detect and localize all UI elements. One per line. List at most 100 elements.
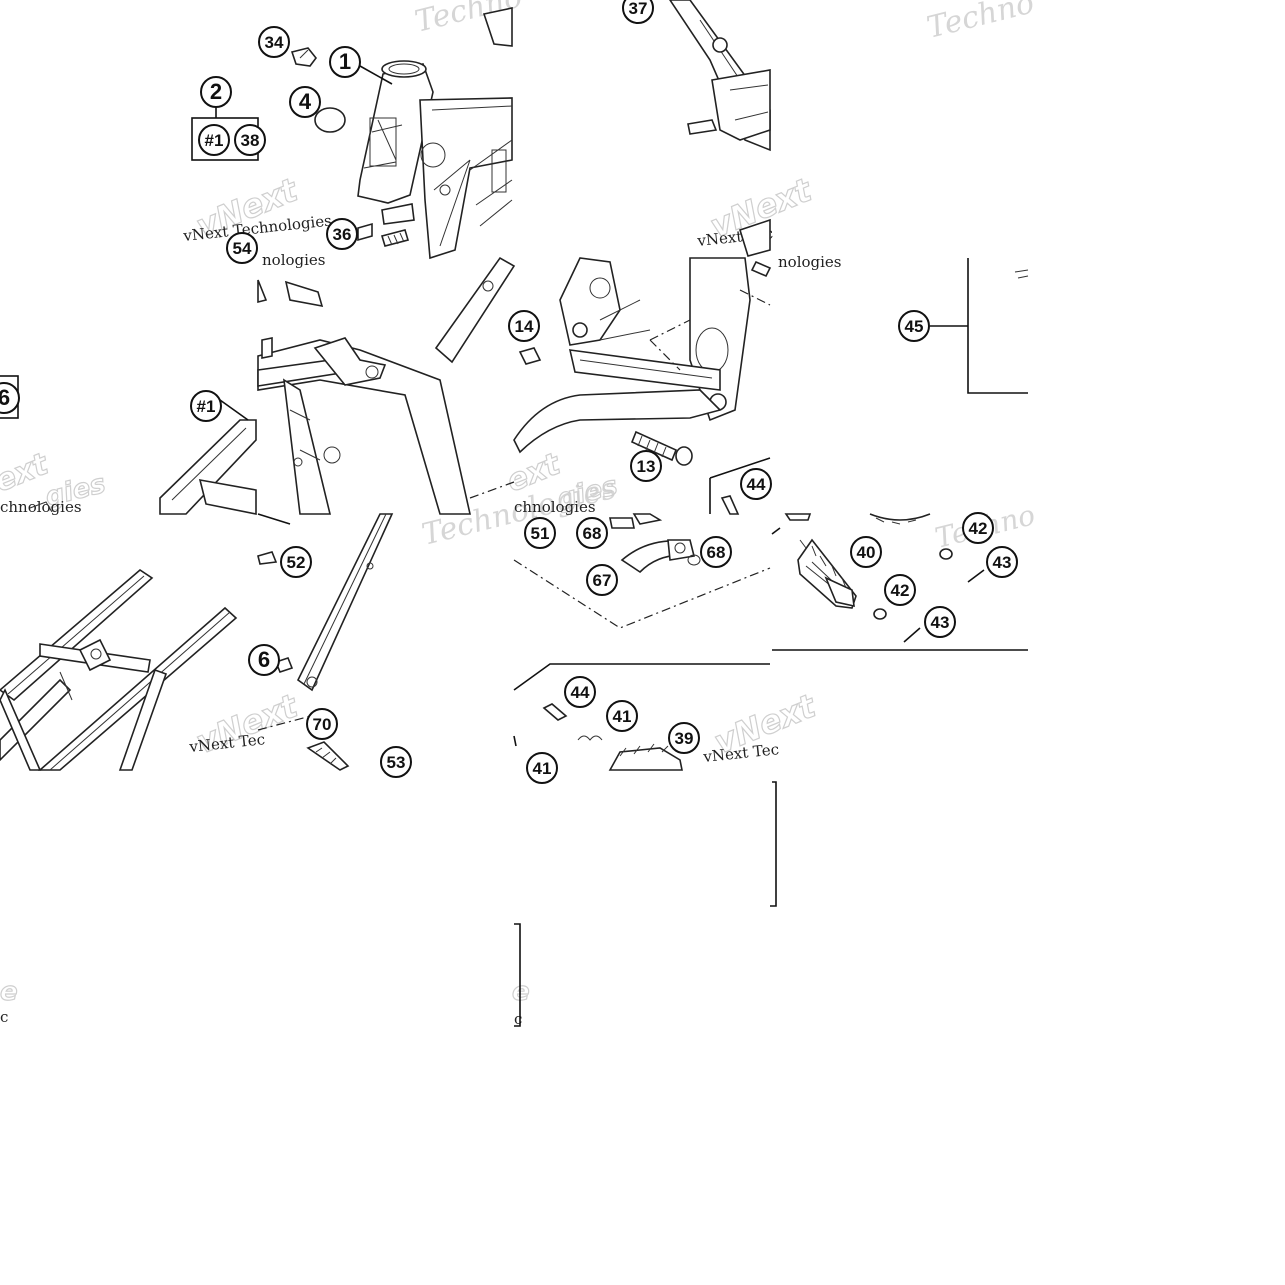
frame-subframe-rail <box>29 399 257 515</box>
callout-circle <box>898 310 930 342</box>
callout-13: 13 <box>630 450 662 482</box>
callout-label: 37 <box>629 0 648 18</box>
callout-39: 39 <box>668 722 700 754</box>
callout-label: 42 <box>891 581 910 600</box>
callout-6: 6 <box>0 382 20 414</box>
callout-44: 44 <box>564 676 596 708</box>
callout-label: 51 <box>531 524 550 543</box>
callout-circle <box>190 390 222 422</box>
callout-circle <box>258 26 290 58</box>
callout-circle <box>586 564 618 596</box>
callout-label: 68 <box>583 524 602 543</box>
callout-52: 52 <box>280 546 312 578</box>
watermark-text: e <box>0 977 18 1007</box>
callout-45: 45 <box>898 310 930 342</box>
part-4-ring <box>314 107 346 133</box>
callout-6: 6 <box>248 644 280 676</box>
callout-1: 1 <box>329 46 361 78</box>
callout-circle <box>248 644 280 676</box>
callout-circle <box>524 517 556 549</box>
callout-kit-1: #1 <box>198 124 230 156</box>
callout-44: 44 <box>740 468 772 500</box>
callout-label: 45 <box>905 317 924 336</box>
callout-circle <box>329 46 361 78</box>
callout-circle <box>508 310 540 342</box>
bracket-45 <box>930 258 1029 394</box>
callout-label: 68 <box>707 543 726 562</box>
callout-43: 43 <box>986 546 1018 578</box>
callout-circle <box>326 218 358 250</box>
callout-70: 70 <box>306 708 338 740</box>
callout-38: 38 <box>234 124 266 156</box>
callout-label: 36 <box>333 225 352 244</box>
rear-strut <box>257 513 394 771</box>
watermark-text: Techno <box>923 0 1037 46</box>
callout-label: 2 <box>210 79 222 104</box>
footpeg-assembly <box>771 513 1028 651</box>
callout-34: 34 <box>258 26 290 58</box>
watermark-text: nologies <box>262 251 326 269</box>
callout-label: 41 <box>533 759 552 778</box>
rear-subframe <box>0 568 238 771</box>
callout-circle <box>962 512 994 544</box>
callout-circle <box>606 700 638 732</box>
callout-41: 41 <box>606 700 638 732</box>
callout-label: 54 <box>233 239 252 258</box>
callout-36: 36 <box>326 218 358 250</box>
callout-circle <box>884 574 916 606</box>
callout-43: 43 <box>924 606 956 638</box>
callout-label: 34 <box>265 33 284 52</box>
callout-14: 14 <box>508 310 540 342</box>
callout-circle <box>700 536 732 568</box>
callout-68: 68 <box>700 536 732 568</box>
watermark-text: vNext Tec <box>702 740 780 766</box>
watermark-text: chnologies <box>514 498 596 516</box>
callout-51: 51 <box>524 517 556 549</box>
callout-53: 53 <box>380 746 412 778</box>
callout-label: 43 <box>993 553 1012 572</box>
callout-42: 42 <box>962 512 994 544</box>
watermark-text: chnologies <box>0 498 82 516</box>
callout-circle <box>280 546 312 578</box>
callout-label: 67 <box>593 571 612 590</box>
frame-lower-section <box>513 257 772 515</box>
callout-37: 37 <box>622 0 654 24</box>
watermark-text: nologies <box>778 253 842 271</box>
callout-circle <box>289 86 321 118</box>
callout-circle <box>630 450 662 482</box>
callout-circle <box>986 546 1018 578</box>
callout-circle <box>526 752 558 784</box>
callout-label: 6 <box>258 647 270 672</box>
callout-label: 53 <box>387 753 406 772</box>
callout-label: 13 <box>637 457 656 476</box>
callout-label: 41 <box>613 707 632 726</box>
frame-center-section <box>257 256 516 515</box>
callout-54: 54 <box>226 232 258 264</box>
callout-circle <box>850 536 882 568</box>
callout-circle <box>924 606 956 638</box>
part-34 <box>290 47 318 67</box>
callout-circle <box>668 722 700 754</box>
callout-circle <box>564 676 596 708</box>
callout-label: #1 <box>197 397 216 416</box>
callout-label: 39 <box>675 729 694 748</box>
brake-pedal-assembly <box>513 513 771 771</box>
frame-box-lines <box>514 781 777 1027</box>
callout-label: 44 <box>571 683 590 702</box>
callout-circle <box>200 76 232 108</box>
callout-label: 38 <box>241 131 260 150</box>
frame-steering-head <box>357 7 513 260</box>
frame-rail-top <box>669 0 771 257</box>
callout-circle <box>380 746 412 778</box>
callout-label: 4 <box>299 89 312 114</box>
part-36-bolt <box>357 203 415 247</box>
callout-label: 14 <box>515 317 534 336</box>
callout-circle <box>0 382 20 414</box>
watermark-text: e <box>512 977 530 1007</box>
callout-circle <box>234 124 266 156</box>
callout-circle <box>226 232 258 264</box>
callout-circle <box>622 0 654 24</box>
callout-label: 70 <box>313 715 332 734</box>
